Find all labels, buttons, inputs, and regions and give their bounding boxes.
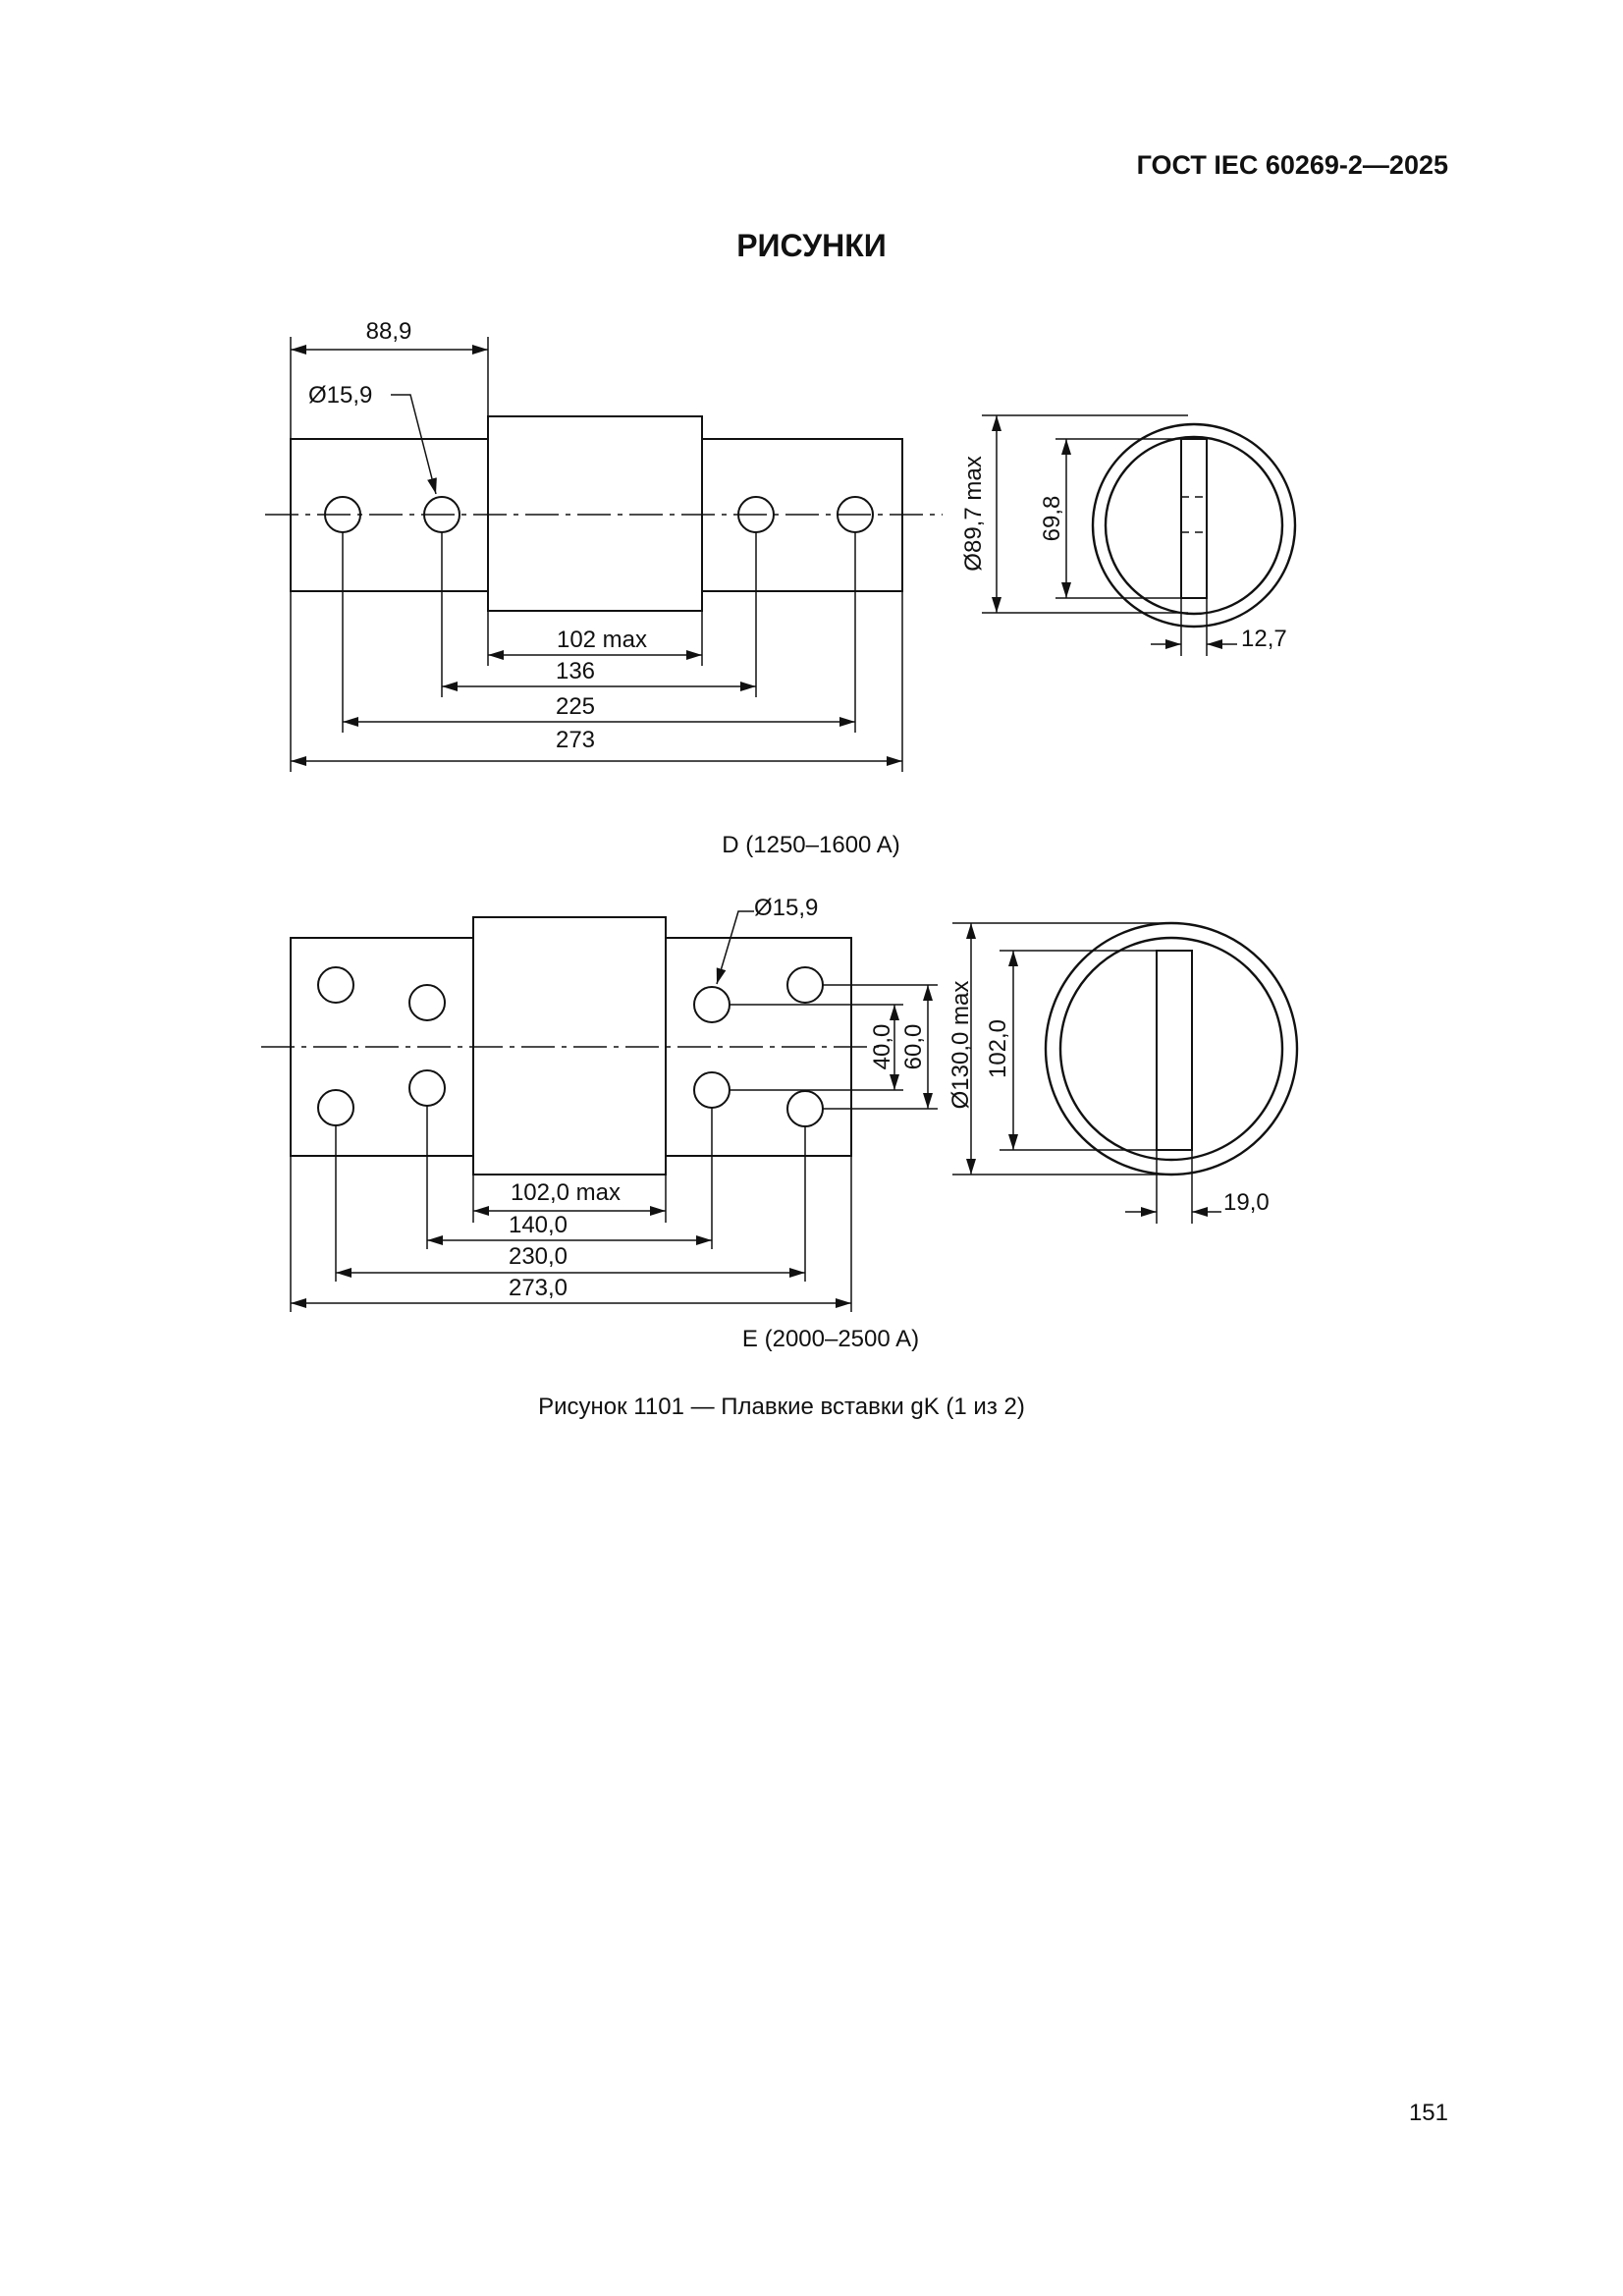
- dim-label: 273,0: [509, 1275, 568, 1301]
- figure-e-caption: E (2000–2500 A): [742, 1326, 919, 1352]
- dim-label: 19,0: [1223, 1189, 1270, 1216]
- dim-label: 69,8: [1039, 496, 1065, 542]
- fuse-e-blade-section: [1156, 950, 1193, 1151]
- dim-label: 225: [556, 693, 595, 720]
- fuse-d-body-outer: [1091, 422, 1297, 629]
- fuse-e-hole: [317, 966, 354, 1004]
- fuse-e-body-outer: [1044, 921, 1299, 1176]
- dim-label: 40,0: [869, 1024, 895, 1070]
- dim-label: Ø15,9: [754, 895, 818, 921]
- dim-label: 136: [556, 658, 595, 684]
- figure-d-dimensions: 88,9 Ø15,9 102 max 136 225 273: [290, 318, 903, 772]
- figure-e-dimensions: Ø15,9 40,0 60,0 102,0 max 140,0 230,0 27…: [290, 895, 938, 1312]
- leader-line: [391, 394, 437, 495]
- dim-label: 102 max: [557, 627, 647, 653]
- dim-label: 230,0: [509, 1243, 568, 1270]
- fuse-d-body: [487, 415, 703, 612]
- dim-label: 140,0: [509, 1212, 568, 1238]
- figure-d-side-view: [265, 415, 943, 612]
- section-title: РИСУНКИ: [736, 228, 887, 263]
- fuse-e-hole: [408, 1069, 446, 1107]
- dim-label: 102,0: [985, 1019, 1011, 1078]
- dim-label: 273: [556, 727, 595, 753]
- fuse-e-hole: [786, 966, 824, 1004]
- dim-label: Ø15,9: [308, 382, 372, 409]
- dim-label: Ø130,0 max: [947, 981, 974, 1110]
- dim-label: 88,9: [366, 318, 412, 345]
- figure-d-caption: D (1250–1600 A): [722, 832, 899, 858]
- leader-line: [716, 910, 754, 985]
- figure-caption: Рисунок 1101 — Плавкие вставки gK (1 из …: [538, 1394, 1025, 1420]
- fuse-e-hole: [786, 1090, 824, 1127]
- fuse-e-hole: [693, 1071, 730, 1109]
- fuse-d-body-inner: [1104, 435, 1284, 616]
- document-code: ГОСТ IEC 60269-2—2025: [1136, 150, 1448, 180]
- fuse-e-body: [472, 916, 667, 1175]
- dim-label: 60,0: [900, 1024, 927, 1070]
- fuse-e-hole: [693, 986, 730, 1023]
- fuse-e-hole: [317, 1089, 354, 1126]
- page-number: 151: [1408, 2100, 1448, 2126]
- dim-label: 12,7: [1241, 626, 1287, 652]
- dim-label: 102,0 max: [511, 1179, 621, 1206]
- figure-e-side-view: [261, 916, 884, 1175]
- fuse-e-body-inner: [1058, 936, 1284, 1162]
- dim-label: Ø89,7 max: [960, 456, 987, 571]
- figure-d-end-view: Ø89,7 max 69,8 12,7: [960, 414, 1297, 656]
- fuse-e-hole: [408, 984, 446, 1021]
- figure-e-end-view: Ø130,0 max 102,0 19,0: [947, 921, 1299, 1224]
- fuse-d-blade-section: [1180, 438, 1208, 599]
